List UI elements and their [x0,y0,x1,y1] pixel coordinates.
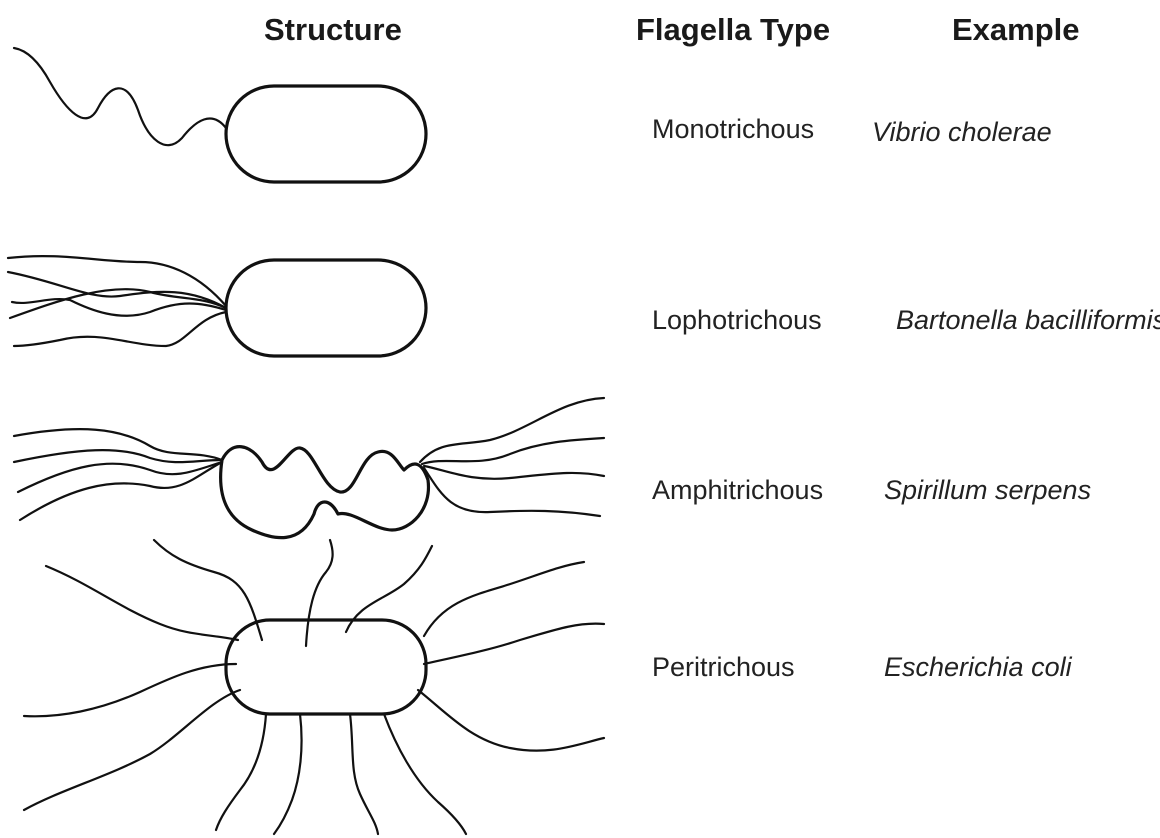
amphitrichous-cell-body [221,447,429,538]
amphitrichous-right-flagellum-2 [422,438,604,464]
peritrichous-structure [24,540,604,834]
amphitrichous-left-flagellum-2 [14,450,222,462]
lophotrichous-cell-body [226,260,426,356]
monotrichous-flagellum [14,48,226,145]
peritrichous-flagellum-left-1 [46,566,238,640]
lophotrichous-flagellum-5 [14,312,226,346]
monotrichous-structure [14,48,426,182]
peritrichous-flagellum-bottom-4 [384,714,466,834]
peritrichous-flagellum-bottom-1 [216,714,266,830]
peritrichous-flagellum-top-1 [154,540,262,640]
monotrichous-cell-body [226,86,426,182]
amphitrichous-right-flagellum-3 [424,466,604,479]
peritrichous-flagellum-left-2 [24,664,236,716]
peritrichous-flagellum-bottom-2 [274,714,302,834]
peritrichous-flagellum-top-4 [424,562,584,636]
peritrichous-flagellum-right-1 [424,624,604,664]
amphitrichous-left-flagellum-3 [18,462,222,492]
lophotrichous-flagellum-4 [12,299,226,316]
peritrichous-flagellum-left-3 [24,690,240,810]
peritrichous-flagellum-right-2 [418,690,604,751]
peritrichous-flagellum-top-2 [306,540,333,646]
peritrichous-flagellum-bottom-3 [350,714,378,834]
peritrichous-cell-body [226,620,426,714]
amphitrichous-structure [14,398,604,538]
lophotrichous-structure [8,256,426,356]
amphitrichous-right-flagellum-4 [424,468,600,516]
